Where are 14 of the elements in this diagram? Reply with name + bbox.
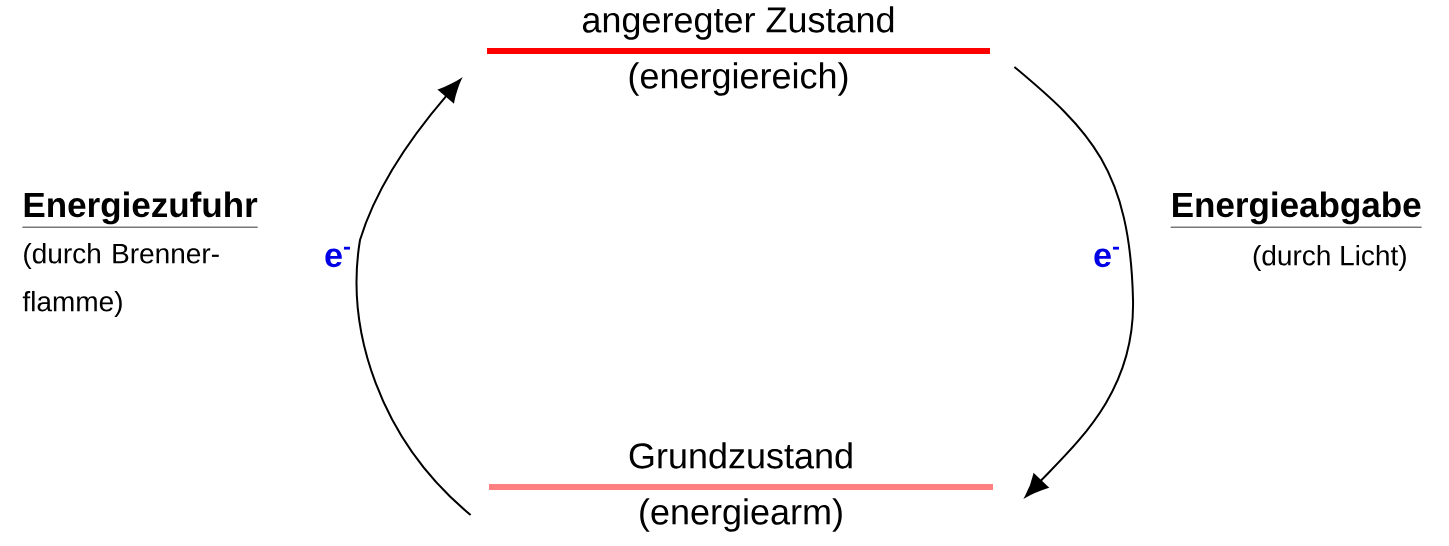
node-label: (energiereich) bbox=[629, 62, 848, 96]
curved-arrow bbox=[1013, 66, 1134, 498]
electron-label: e$^{-}$ bbox=[322, 244, 354, 270]
node-label: Grundzustand bbox=[629, 442, 852, 469]
curved-arrow bbox=[355, 78, 472, 516]
heading: Energiezufuhr bbox=[22, 191, 259, 228]
node-label: (energiearm) bbox=[640, 498, 842, 532]
energy-level: angeregter Zustand (energiereich) bbox=[487, 6, 990, 96]
electron-label: e$^{-}$ bbox=[1091, 244, 1123, 270]
node-label: angeregter Zustand bbox=[582, 6, 894, 40]
description: (durch Brenner- flamme) bbox=[22, 242, 219, 318]
energy-level: Grundzustand (energiearm) bbox=[489, 442, 993, 532]
description: (durch Licht) bbox=[1253, 244, 1406, 272]
heading: Energieabgabe bbox=[1170, 191, 1422, 228]
